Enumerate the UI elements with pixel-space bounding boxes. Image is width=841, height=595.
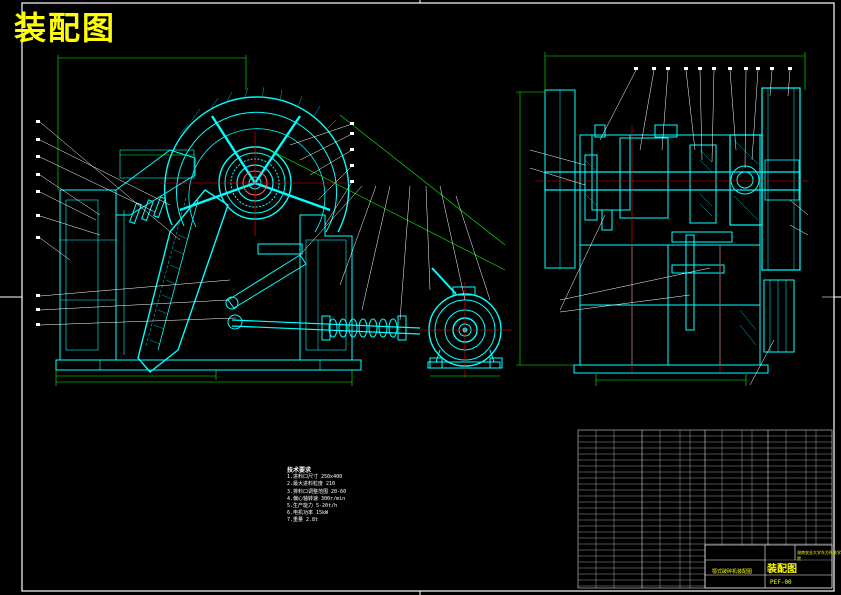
flywheel-arc bbox=[163, 96, 350, 233]
drawing-title: 装配图 bbox=[14, 9, 117, 47]
part-leaders-side bbox=[529, 69, 809, 386]
tech-requirement-item: 1.进料口尺寸 250x400 bbox=[287, 474, 343, 481]
toggle-plate bbox=[227, 254, 307, 309]
side-dimensions bbox=[516, 52, 806, 386]
title-block bbox=[704, 544, 833, 589]
title-block-sheet-name: 装配图 bbox=[767, 564, 797, 575]
title-block-drawing-number: PEF-00 bbox=[770, 579, 792, 586]
frame-left-block bbox=[59, 189, 117, 361]
parts-list-rows bbox=[578, 435, 832, 587]
tech-requirement-item: 3.排料口调整范围 20-60 bbox=[287, 488, 347, 495]
pulley bbox=[761, 87, 801, 271]
tension-spring bbox=[328, 318, 398, 338]
body-main bbox=[579, 134, 761, 366]
part-number-marks bbox=[36, 67, 792, 326]
title-block-school: 湖南农业大学东方科技学院 bbox=[797, 550, 841, 561]
tech-requirements-heading: 技术要求 bbox=[287, 467, 312, 474]
technical-requirements: 技术要求 1.进料口尺寸 250x400 2.最大进料粒度 210 3.排料口调… bbox=[287, 467, 346, 525]
tech-requirement-item: 4.偏心轴转速 300r/min bbox=[287, 495, 346, 502]
tech-requirement-item: 2.最大进料粒度 210 bbox=[287, 481, 336, 488]
front-dimensions bbox=[55, 55, 506, 386]
front-view bbox=[39, 55, 512, 386]
tech-requirement-item: 5.生产能力 5-20t/h bbox=[287, 503, 338, 510]
tech-requirement-item: 6.电机功率 15kW bbox=[287, 510, 329, 517]
swing-jaw bbox=[137, 189, 229, 373]
tech-requirement-item: 7.重量 2.8t bbox=[287, 517, 319, 524]
frame-base bbox=[55, 359, 362, 371]
title-block-label: 颚式破碎机装配图 bbox=[712, 569, 753, 575]
motor-pulley bbox=[763, 279, 795, 353]
part-leaders-left bbox=[39, 121, 237, 326]
side-view bbox=[516, 52, 809, 386]
parts-list-table bbox=[577, 429, 833, 589]
rear-frame bbox=[299, 214, 353, 361]
